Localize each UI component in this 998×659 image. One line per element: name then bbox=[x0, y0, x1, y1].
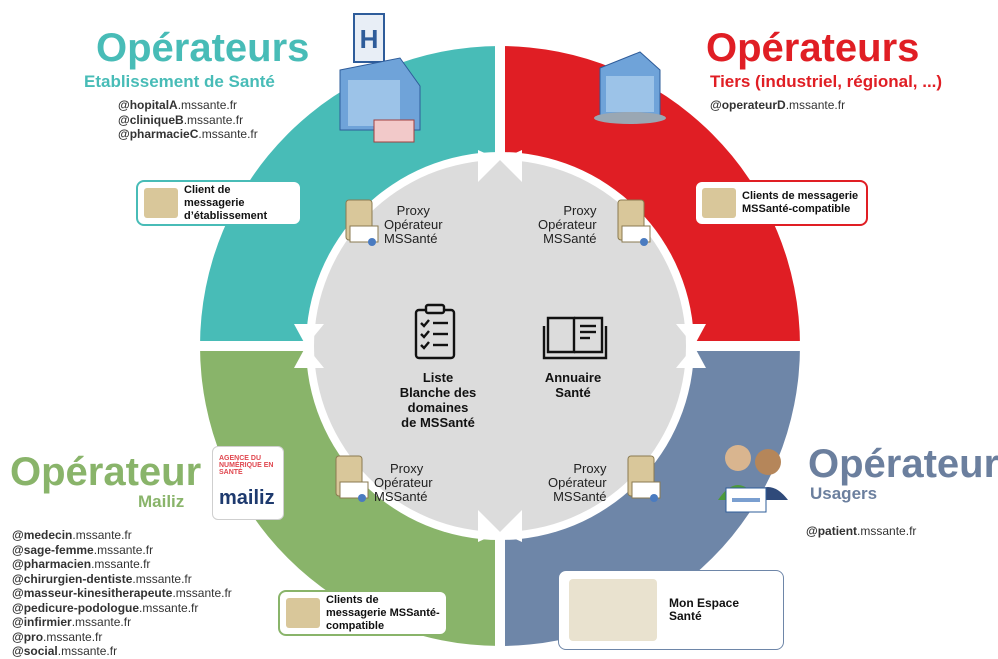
domain-item: @social.mssante.fr bbox=[12, 644, 118, 658]
annuaire-sante-label: Annuaire Santé bbox=[528, 370, 618, 400]
domain-list-usagers: @patient.mssante.fr bbox=[806, 524, 916, 539]
book-icon bbox=[542, 316, 608, 360]
agency-logo-text: AGENCE DU NUMÉRIQUE EN SANTÉ bbox=[219, 455, 274, 476]
arrow-left-top bbox=[294, 324, 324, 346]
mon-espace-sante-icon bbox=[569, 579, 657, 641]
proxy-line: MSSanté bbox=[543, 231, 597, 246]
flow-arrows bbox=[294, 150, 706, 542]
proxy-label-top-left: Proxy Opérateur MSSanté bbox=[384, 204, 443, 246]
proxy-line: Opérateur bbox=[538, 217, 597, 232]
label-line: Blanche des bbox=[399, 385, 477, 400]
server-certificate-icon bbox=[627, 455, 661, 502]
domain-item: @masseur-kinesitherapeute.mssante.fr bbox=[12, 586, 232, 600]
proxy-line: Opérateur bbox=[384, 217, 443, 232]
mail-client-icon bbox=[144, 188, 178, 218]
domain-list-etablissement: @hopitalA.mssante.fr @cliniqueB.mssante.… bbox=[118, 98, 258, 142]
proxy-line: MSSanté bbox=[384, 231, 438, 246]
label-line: Santé bbox=[555, 385, 591, 400]
operator-subtitle-usagers: Usagers bbox=[810, 484, 878, 503]
proxy-label-bottom-left: Proxy Opérateur MSSanté bbox=[374, 462, 433, 504]
operator-subtitle-tiers: Tiers (industriel, régional, ...) bbox=[710, 72, 943, 91]
domain-item: @pedicure-podologue.mssante.fr bbox=[12, 600, 199, 615]
operator-title-usagers: Opérateur bbox=[808, 442, 998, 486]
domain-item: @sage-femme.mssante.fr bbox=[12, 542, 154, 557]
proxy-line: MSSanté bbox=[374, 489, 428, 504]
proxy-line: Proxy bbox=[390, 461, 424, 476]
client-box-usagers: Mon Espace Santé bbox=[558, 570, 784, 650]
domain-item: @chirurgien-dentiste.mssante.fr bbox=[12, 571, 192, 586]
separator-vertical-bottom bbox=[495, 536, 505, 648]
hospital-icon: H bbox=[339, 13, 421, 143]
label-line: de MSSanté bbox=[401, 415, 475, 430]
proxy-line: Opérateur bbox=[548, 475, 607, 490]
operator-subtitle-etablissement: Etablissement de Santé bbox=[84, 72, 275, 91]
separator-horizontal-left bbox=[198, 341, 310, 351]
operator-title-mailiz: Opérateur bbox=[10, 450, 202, 494]
quadrant-top-right bbox=[500, 46, 800, 346]
proxy-label-top-right: Proxy Opérateur MSSanté bbox=[538, 204, 597, 246]
proxy-line: Proxy bbox=[573, 461, 607, 476]
proxy-label-bottom-right: Proxy Opérateur MSSanté bbox=[548, 462, 607, 504]
arrow-right-top bbox=[676, 324, 706, 346]
arrow-left-bottom bbox=[294, 346, 324, 368]
quadrant-top-left bbox=[200, 46, 500, 346]
domain-item: @medecin.mssante.fr bbox=[12, 528, 132, 542]
domain-item: @pharmacieC.mssante.fr bbox=[118, 127, 258, 141]
arrow-top-left bbox=[478, 150, 500, 182]
domain-item: @operateurD.mssante.fr bbox=[710, 98, 846, 112]
mailiz-logo: AGENCE DU NUMÉRIQUE EN SANTÉ mailiz bbox=[212, 446, 284, 520]
label-line: domaines bbox=[407, 400, 469, 415]
separator-vertical-top bbox=[495, 44, 505, 156]
proxy-line: Proxy bbox=[396, 203, 430, 218]
client-label: Client de messagerie d’établissement bbox=[184, 183, 268, 222]
separator-horizontal-right bbox=[690, 341, 802, 351]
domain-item: @pharmacien.mssante.fr bbox=[12, 557, 151, 571]
svg-text:H: H bbox=[360, 24, 379, 54]
client-label: Clients de messagerie MSSanté-compatible bbox=[742, 190, 859, 215]
domain-item: @hopitalA.mssante.fr bbox=[118, 98, 238, 112]
domain-list-mailiz: @medecin.mssante.fr @sage-femme.mssante.… bbox=[12, 528, 232, 659]
building-icon bbox=[594, 51, 666, 124]
server-certificate-icon bbox=[345, 199, 379, 246]
client-box-tiers: Clients de messagerie MSSanté-compatible bbox=[694, 180, 868, 226]
server-certificate-icon bbox=[617, 199, 651, 246]
domain-item: @pro.mssante.fr bbox=[12, 629, 103, 644]
mail-client-icon bbox=[702, 188, 736, 218]
domain-item: @infirmier.mssante.fr bbox=[12, 615, 132, 629]
client-box-mailiz: Clients de messagerie MSSanté-compatible bbox=[278, 590, 448, 636]
arrow-bottom-left bbox=[478, 510, 500, 542]
proxy-line: Opérateur bbox=[374, 475, 433, 490]
liste-blanche-label: Liste Blanche des domaines de MSSanté bbox=[382, 370, 494, 430]
label-line: Annuaire bbox=[544, 370, 602, 385]
users-icon bbox=[718, 445, 788, 513]
operator-subtitle-mailiz: Mailiz bbox=[138, 492, 185, 511]
domain-item: @patient.mssante.fr bbox=[806, 524, 917, 538]
client-box-etablissement: Client de messagerie d’établissement bbox=[136, 180, 302, 226]
checklist-icon bbox=[414, 303, 456, 360]
client-label: Mon Espace Santé bbox=[669, 596, 740, 623]
proxy-line: Proxy bbox=[563, 203, 597, 218]
client-label: Clients de messagerie MSSanté-compatible bbox=[326, 593, 440, 632]
inner-disc bbox=[314, 160, 686, 532]
arrow-right-bottom bbox=[676, 346, 706, 368]
operator-title-tiers: Opérateurs bbox=[706, 26, 920, 70]
domain-list-tiers: @operateurD.mssante.fr bbox=[710, 98, 845, 113]
mail-client-icon bbox=[286, 598, 320, 628]
label-line: Liste bbox=[422, 370, 454, 385]
mailiz-logo-text: mailiz bbox=[219, 487, 275, 509]
arrow-top-right bbox=[500, 150, 522, 182]
server-certificate-icon bbox=[335, 455, 369, 502]
proxy-line: MSSanté bbox=[553, 489, 607, 504]
arrow-bottom-right bbox=[500, 510, 522, 542]
operator-title-etablissement: Opérateurs bbox=[96, 26, 310, 70]
domain-item: @cliniqueB.mssante.fr bbox=[118, 112, 244, 127]
